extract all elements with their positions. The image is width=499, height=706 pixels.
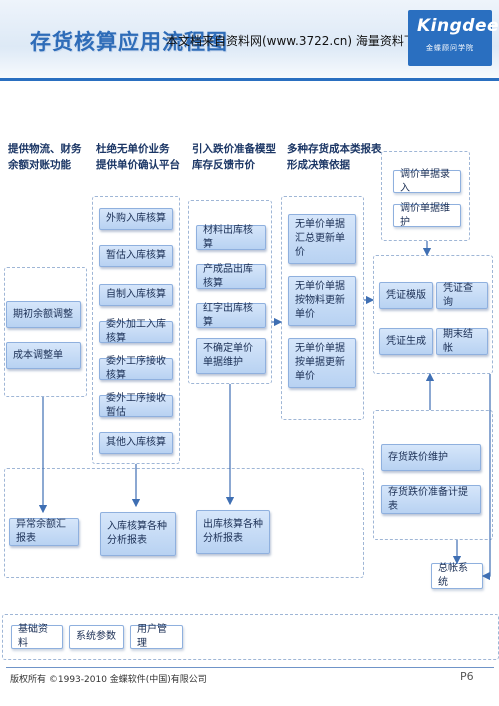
footer-rule <box>6 667 494 668</box>
cost-adjustment-box[interactable]: 成本调整单 <box>6 342 81 369</box>
outbound-accounting-group <box>188 200 272 384</box>
price-adjust-maintain-box[interactable]: 调价单据维护 <box>393 203 461 228</box>
kingdee-logo: Kingdee 金蝶顾问学院 <box>408 10 499 66</box>
outsourced-processing-inbound-box[interactable]: 委外加工入库核算 <box>99 319 173 344</box>
provision-group <box>373 410 493 540</box>
column-heading-reports: 多种存货成本类报表形成决策依据 <box>287 143 382 171</box>
header-rule <box>0 78 499 81</box>
uncertain-price-doc-box[interactable]: 不确定单价单据维护 <box>196 338 266 374</box>
voucher-query-box[interactable]: 凭证查询 <box>436 282 488 309</box>
column-heading-unit-price: 杜绝无单价业务提供单价确认平台 <box>96 143 180 171</box>
outsourced-process-receipt-box[interactable]: 委外工序接收核算 <box>99 356 173 381</box>
logo-subtitle: 金蝶顾问学院 <box>426 44 474 52</box>
user-management-box[interactable]: 用户管理 <box>130 624 183 649</box>
red-outbound-box[interactable]: 红字出库核算 <box>196 303 266 328</box>
opening-balance-adjust-box[interactable]: 期初余额调整 <box>6 301 81 328</box>
voucher-template-box[interactable]: 凭证模版 <box>379 282 433 309</box>
inbound-accounting-group <box>92 196 180 464</box>
system-params-box[interactable]: 系统参数 <box>69 625 124 649</box>
reports-group <box>4 468 364 578</box>
update-price-summary-box[interactable]: 无单价单据汇总更新单价 <box>288 214 356 264</box>
price-update-group <box>281 196 364 420</box>
copyright-text: 版权所有 ©1993-2010 金蝶软件(中国)有限公司 <box>10 675 207 685</box>
price-adjustment-group <box>381 151 470 241</box>
page-number: P6 <box>460 670 474 683</box>
general-ledger-box[interactable]: 总帐系统 <box>431 563 483 589</box>
price-adjust-entry-box[interactable]: 调价单据录入 <box>393 169 461 194</box>
connector-voucher-to-ledger <box>481 374 491 581</box>
self-made-inbound-box[interactable]: 自制入库核算 <box>99 284 173 306</box>
voucher-generate-box[interactable]: 凭证生成 <box>379 328 433 355</box>
impairment-provision-report-box[interactable]: 存货跌价准备计提表 <box>381 485 481 514</box>
update-price-by-document-box[interactable]: 无单价单据按单据更新单价 <box>288 338 356 388</box>
column-heading-provision: 引入跌价准备模型库存反馈市价 <box>192 143 276 171</box>
outsourced-process-estimate-box[interactable]: 委外工序接收暂估 <box>99 393 173 418</box>
source-watermark-text: 本文档来自资料网(www.3722.cn) 海量资料下载 <box>166 34 428 48</box>
update-price-by-material-box[interactable]: 无单价单据按物料更新单价 <box>288 276 356 326</box>
finished-goods-outbound-box[interactable]: 产成品出库核算 <box>196 264 266 289</box>
purchase-inbound-box[interactable]: 外购入库核算 <box>99 208 173 230</box>
material-outbound-box[interactable]: 材料出库核算 <box>196 225 266 250</box>
period-close-box[interactable]: 期末结帐 <box>436 328 488 355</box>
opening-balance-group <box>4 267 87 397</box>
inventory-impairment-maintain-box[interactable]: 存货跌价维护 <box>381 444 481 471</box>
logo-name: Kingdee <box>417 16 499 36</box>
estimated-inbound-box[interactable]: 暂估入库核算 <box>99 245 173 267</box>
column-heading-reconciliation: 提供物流、财务余额对账功能 <box>8 143 82 171</box>
basic-data-box[interactable]: 基础资料 <box>11 624 63 649</box>
other-inbound-box[interactable]: 其他入库核算 <box>99 432 173 454</box>
page-title: 存货核算应用流程图 <box>30 30 228 54</box>
abnormal-balance-report-box[interactable]: 异常余额汇报表 <box>9 518 79 546</box>
inbound-analysis-report-box[interactable]: 入库核算各种分析报表 <box>100 512 176 556</box>
outbound-analysis-report-box[interactable]: 出库核算各种分析报表 <box>196 510 270 554</box>
